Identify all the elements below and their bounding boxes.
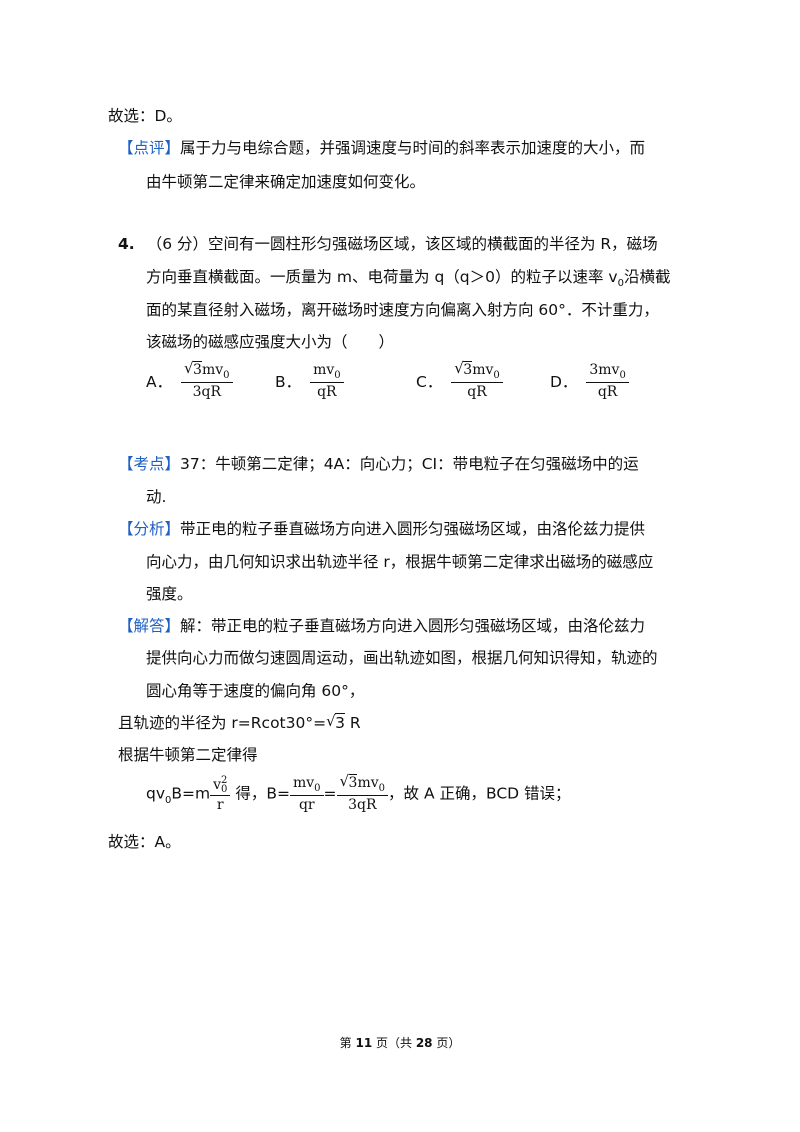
jieda-tag: 【解答】 bbox=[118, 617, 181, 635]
radius-text: 且轨迹的半径为 r=Rcot30°= bbox=[118, 714, 327, 732]
comment-line-1: 【点评】属于力与电综合题，并强调速度与时间的斜率表示加速度的大小，而 bbox=[118, 136, 645, 158]
eq-fraction-3: √3mv0 3qR bbox=[336, 772, 389, 813]
question-text-2a: 方向垂直横截面。一质量为 m、电荷量为 q（q＞0）的粒子以速率 v bbox=[146, 268, 618, 286]
eq-lhs-sub: 0 bbox=[165, 794, 172, 806]
jieda-line-1: 【解答】解：带正电的粒子垂直磁场方向进入圆形匀强磁场区域，由洛伦兹力 bbox=[118, 614, 645, 636]
option-d-fraction: 3mv0 qR bbox=[586, 362, 629, 400]
comment-tag: 【点评】 bbox=[118, 139, 181, 157]
comment-text-1: 属于力与电综合题，并强调速度与时间的斜率表示加速度的大小，而 bbox=[180, 139, 646, 157]
question-line-2: 方向垂直横截面。一质量为 m、电荷量为 q（q＞0）的粒子以速率 v0沿横截 bbox=[146, 265, 671, 289]
eq-mid-text: 得，B= bbox=[230, 784, 290, 803]
option-c-letter: C． bbox=[416, 373, 443, 392]
option-c-fraction: √3mv0 qR bbox=[451, 359, 503, 400]
eq-equals: = bbox=[323, 784, 337, 803]
radius-unit: R bbox=[344, 714, 361, 732]
final-answer: 故选：A。 bbox=[108, 833, 181, 851]
eq-tail-text: ，故 A 正确，BCD 错误； bbox=[388, 784, 571, 803]
kaodian-line-2: 动. bbox=[146, 488, 167, 506]
question-line-3: 面的某直径射入磁场，离开磁场时速度方向偏离入射方向 60°．不计重力， bbox=[146, 301, 659, 319]
option-a[interactable]: A． √3mv0 3qR bbox=[146, 359, 233, 400]
option-a-letter: A． bbox=[146, 373, 173, 392]
option-a-fraction: √3mv0 3qR bbox=[181, 359, 233, 400]
question-text-1: （6 分）空间有一圆柱形匀强磁场区域，该区域的横截面的半径为 R，磁场 bbox=[146, 235, 658, 253]
radius-sqrt: √3 bbox=[326, 712, 345, 732]
previous-answer: 故选：D。 bbox=[108, 107, 182, 125]
page-footer: 第 11 页（共 28 页） bbox=[339, 1036, 461, 1050]
fenxi-tag: 【分析】 bbox=[118, 520, 181, 538]
eq-lhs-b: B=m bbox=[171, 784, 211, 803]
comment-line-2: 由牛顿第二定律来确定加速度如何变化。 bbox=[146, 173, 426, 191]
option-b-letter: B． bbox=[275, 373, 302, 392]
jieda-text-1: 解：带正电的粒子垂直磁场方向进入圆形匀强磁场区域，由洛伦兹力 bbox=[180, 617, 646, 635]
question-line-1: 4. （6 分）空间有一圆柱形匀强磁场区域，该区域的横截面的半径为 R，磁场 bbox=[118, 232, 658, 254]
page-total: 28 bbox=[415, 1036, 433, 1050]
page-number: 11 bbox=[355, 1036, 373, 1050]
option-d[interactable]: D． 3mv0 qR bbox=[550, 362, 629, 400]
question-line-4: 该磁场的磁感应强度大小为（ ） bbox=[146, 333, 395, 351]
question-text-2b: 沿横截 bbox=[623, 268, 671, 286]
jieda-line-3: 圆心角等于速度的偏向角 60°， bbox=[146, 682, 365, 700]
option-b-fraction: mv0 qR bbox=[310, 362, 344, 400]
option-c[interactable]: C． √3mv0 qR bbox=[416, 359, 503, 400]
fenxi-line-2: 向心力，由几何知识求出轨迹半径 r，根据牛顿第二定律求出磁场的磁感应 bbox=[146, 553, 654, 571]
kaodian-tag: 【考点】 bbox=[118, 455, 181, 473]
kaodian-line-1: 【考点】37：牛顿第二定律；4A：向心力；CI：带电粒子在匀强磁场中的运 bbox=[118, 452, 639, 474]
fenxi-line-3: 强度。 bbox=[146, 585, 193, 603]
option-b[interactable]: B． mv0 qR bbox=[275, 362, 344, 400]
eq-fraction-2: mv0 qr bbox=[289, 775, 324, 813]
fenxi-line-1: 【分析】带正电的粒子垂直磁场方向进入圆形匀强磁场区域，由洛伦兹力提供 bbox=[118, 517, 645, 539]
jieda-line-2: 提供向心力而做匀速圆周运动，画出轨迹如图，根据几何知识得知，轨迹的 bbox=[146, 649, 658, 667]
newton-line: 根据牛顿第二定律得 bbox=[118, 746, 258, 764]
question-v-subscript: 0 bbox=[617, 278, 624, 290]
kaodian-text-1: 37：牛顿第二定律；4A：向心力；CI：带电粒子在匀强磁场中的运 bbox=[180, 455, 639, 473]
fenxi-text-1: 带正电的粒子垂直磁场方向进入圆形匀强磁场区域，由洛伦兹力提供 bbox=[180, 520, 646, 538]
option-d-letter: D． bbox=[550, 373, 578, 392]
radius-line: 且轨迹的半径为 r=Rcot30°=√3 R bbox=[118, 711, 361, 733]
eq-lhs-a: qv bbox=[146, 784, 166, 803]
question-number: 4. bbox=[118, 235, 135, 253]
